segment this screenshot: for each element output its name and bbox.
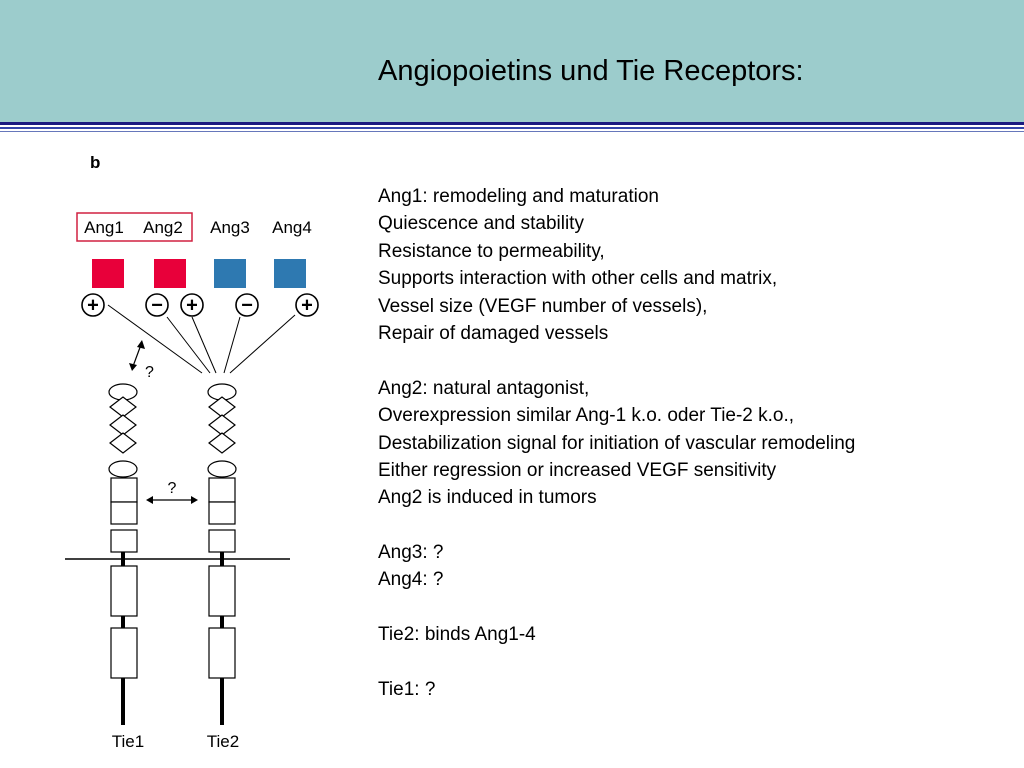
receptor-tie2 [207,383,237,725]
minus-sign-icon: − [145,293,169,317]
note-line: Either regression or increased VEGF sens… [378,459,777,481]
note-spacer [378,512,1008,539]
note-line: Quiescence and stability [378,213,584,235]
note-line: Ang4: ? [378,569,444,591]
diagram-canvas: b Ang1 Ang2 Ang3 Ang4 + − + − + [65,153,319,751]
note-line: Supports interaction with other cells an… [378,268,778,290]
plus-sign-icon: + [81,293,105,317]
header-rule [0,131,1024,132]
receptor-label-tie2: Tie2 [207,732,239,751]
note-line: Repair of damaged vessels [378,322,609,344]
question-mark-label: ? [145,364,154,381]
note-line: Ang1: remodeling and maturation [378,186,659,207]
note-line: Destabilization signal for initiation of… [378,432,856,454]
ligand-label-ang1: Ang1 [84,218,124,237]
ang1-ang2-highlight-box [76,212,193,242]
ligand-square-ang4 [274,259,306,288]
plus-sign-icon: + [180,293,204,317]
header-rule [0,122,1024,125]
note-spacer [378,347,1008,374]
note-line: Overexpression similar Ang-1 k.o. oder T… [378,405,795,427]
effect-ang2-minus: − [151,295,163,317]
plus-sign-icon: + [295,293,319,317]
question-mark-label: ? [168,480,177,497]
ligand-square-ang3 [214,259,246,288]
ligand-label-ang3: Ang3 [210,218,250,237]
note-line: Ang2 is induced in tumors [378,487,597,509]
slide-title: Angiopoietins und Tie Receptors: [378,55,804,87]
ligand-binding-lines [107,304,296,374]
effect-ang3: − [241,295,253,317]
effect-ang1: + [87,295,99,317]
note-line: Ang2: natural antagonist, [378,377,590,399]
slide-header [0,0,1024,122]
note-line: Tie1: ? [378,679,436,701]
effect-ang2-plus: + [186,295,198,317]
minus-sign-icon: − [235,293,259,317]
double-arrow-icon [129,340,145,371]
receptor-tie1 [108,383,138,725]
header-rule [0,127,1024,129]
note-line: Resistance to permeability, [378,240,605,262]
ligand-square-ang1 [92,259,124,288]
panel-label: b [90,153,100,172]
ligand-label-ang4: Ang4 [272,218,312,237]
note-line: Vessel size (VEGF number of vessels), [378,295,708,317]
note-spacer [378,594,1008,621]
note-spacer [378,649,1008,676]
note-line: Ang3: ? [378,542,444,564]
receptor-label-tie1: Tie1 [112,732,144,751]
effect-ang4: + [301,295,313,317]
note-line: Tie2: binds Ang1-4 [378,624,536,646]
ligand-square-ang2 [154,259,186,288]
angiopoietin-tie-diagram: b Ang1 Ang2 Ang3 Ang4 + − + − + [50,145,350,760]
ligand-label-ang2: Ang2 [143,218,183,237]
double-arrow-icon [146,496,198,504]
